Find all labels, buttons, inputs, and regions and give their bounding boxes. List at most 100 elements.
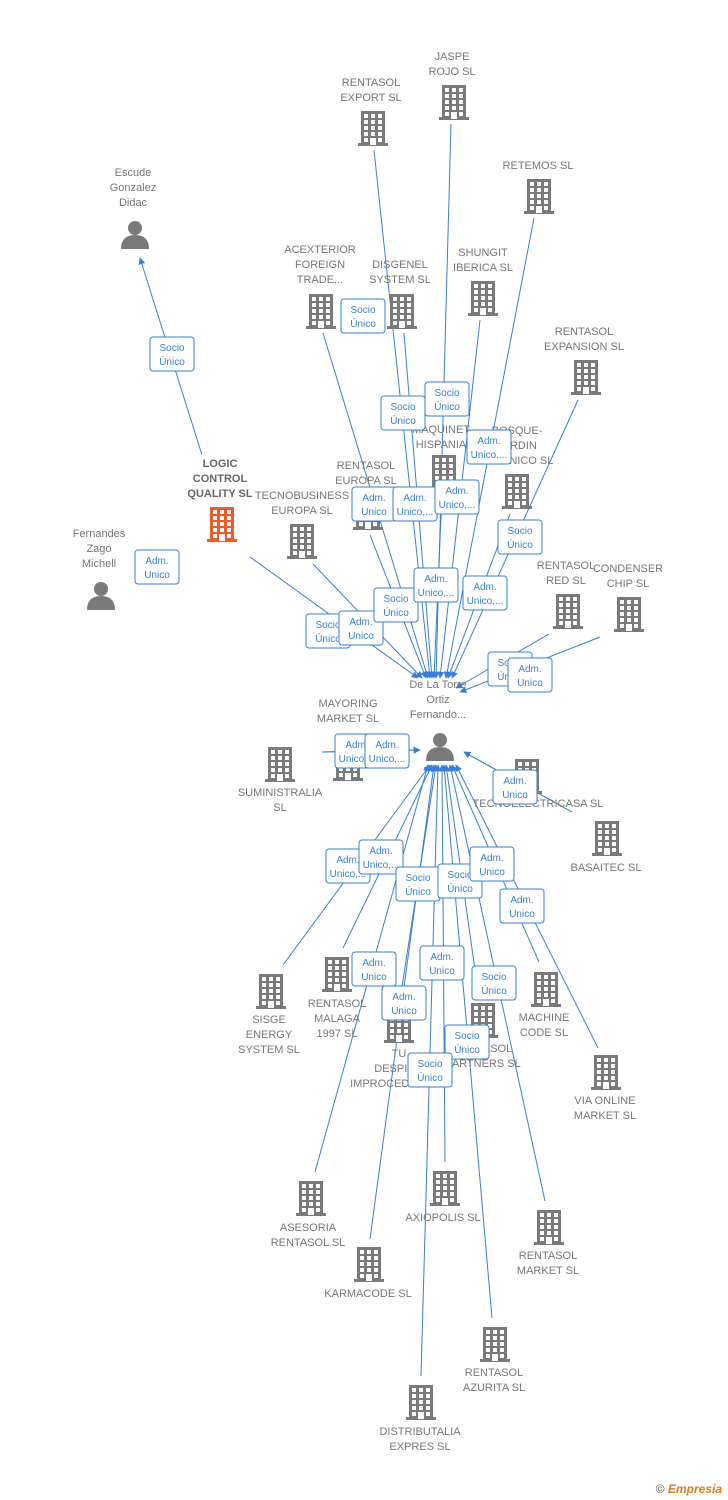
role-badge[interactable]: Adm.Unico,...: [364, 733, 410, 769]
node-retemos[interactable]: RETEMOS SL: [503, 160, 574, 214]
role-badge[interactable]: Adm.Unico: [338, 610, 384, 646]
node-label: Escude: [115, 167, 152, 179]
building-icon: [430, 1171, 460, 1206]
role-badge-text: Adm.: [362, 493, 385, 504]
node-label: EUROPA SL: [335, 475, 397, 487]
role-badge-text: Único: [417, 1071, 443, 1084]
role-badge[interactable]: Adm. Unico: [381, 985, 427, 1021]
role-badge[interactable]: Adm.Unico,...: [462, 575, 508, 611]
node-delatorre[interactable]: De La TorreOrtizFernando...: [409, 679, 467, 761]
node-axiopolis[interactable]: AXIOPOLIS SL: [405, 1171, 481, 1224]
node-label: DISGENEL: [372, 259, 428, 271]
person-icon: [426, 733, 454, 761]
building-icon: [296, 1181, 326, 1216]
role-badge-text: Adm.: [392, 992, 415, 1003]
building-icon: [614, 597, 644, 632]
node-label: EXPORT SL: [340, 92, 401, 104]
node-label: FOREIGN: [295, 259, 345, 271]
role-badge-box: [499, 888, 545, 924]
role-badge-text: Unico,...: [467, 596, 504, 607]
node-label: RETEMOS SL: [503, 160, 574, 172]
node-karmacode[interactable]: KARMACODE SL: [324, 1247, 412, 1300]
role-badge[interactable]: Adm.Unico: [469, 846, 515, 882]
role-badge-text: Adm.: [362, 958, 385, 969]
role-badge[interactable]: Adm. Unico,...: [358, 839, 404, 875]
role-badge[interactable]: Adm.Unico,...: [413, 567, 459, 603]
role-badge-box: [338, 610, 384, 646]
node-acexterior[interactable]: ACEXTERIORFOREIGNTRADE...: [284, 244, 356, 329]
role-badge-text: Socio: [481, 972, 506, 983]
building-icon: [287, 524, 317, 559]
node-label: MARKET SL: [574, 1110, 636, 1122]
node-tecnoelectricasa[interactable]: TECNOELECTRICASA SL: [473, 759, 604, 810]
node-label: RENTASOL: [537, 560, 595, 572]
building-icon: [591, 1055, 621, 1090]
node-via_online[interactable]: VIA ONLINE MARKET SL: [574, 1055, 636, 1122]
role-badge[interactable]: Adm.Unico,...: [466, 429, 512, 465]
role-badge[interactable]: Adm.Unico: [351, 951, 397, 987]
role-badge[interactable]: Adm.Unico: [499, 888, 545, 924]
node-basaitec[interactable]: BASAITEC SL: [571, 821, 642, 874]
role-badge[interactable]: Adm.Unico: [492, 769, 538, 805]
role-badge-box: [424, 381, 470, 417]
role-badge-box: [340, 298, 386, 334]
role-badge-text: Único: [159, 355, 185, 368]
role-badge-text: Socio: [350, 305, 375, 316]
node-label: VIA ONLINE: [574, 1095, 635, 1107]
building-icon: [480, 1327, 510, 1362]
role-badge-text: Unico: [429, 966, 455, 977]
brand-footer[interactable]: © Empresia: [656, 1482, 722, 1496]
node-label: IBERICA SL: [453, 262, 513, 274]
role-badge-text: Unico,...: [471, 450, 508, 461]
role-badge-text: Socio: [159, 343, 184, 354]
building-icon: [387, 294, 417, 329]
role-badge[interactable]: Adm.Unico: [134, 549, 180, 585]
role-badge-text: Unico,...: [397, 507, 434, 518]
role-badge-box: [373, 587, 419, 623]
role-badge[interactable]: Adm.Unico: [507, 657, 553, 693]
role-badge-text: Adm.: [369, 846, 392, 857]
role-badge[interactable]: Adm.Unico,...: [392, 486, 438, 522]
role-badge[interactable]: Adm.Unico,...: [434, 479, 480, 515]
role-badge-text: Unico,...: [363, 860, 400, 871]
node-label: RENTASOL: [519, 1250, 577, 1262]
role-badge-text: Adm.: [345, 740, 368, 751]
node-label: ENERGY: [246, 1029, 293, 1041]
role-badge-text: Único: [315, 632, 341, 645]
role-badge-text: Socio: [434, 388, 459, 399]
role-badge[interactable]: Adm.Unico: [351, 486, 397, 522]
role-badge-text: Único: [454, 1043, 480, 1056]
building-icon: [439, 85, 469, 120]
role-badge[interactable]: Adm.Unico: [419, 945, 465, 981]
role-badge-text: Unico: [391, 1006, 417, 1017]
